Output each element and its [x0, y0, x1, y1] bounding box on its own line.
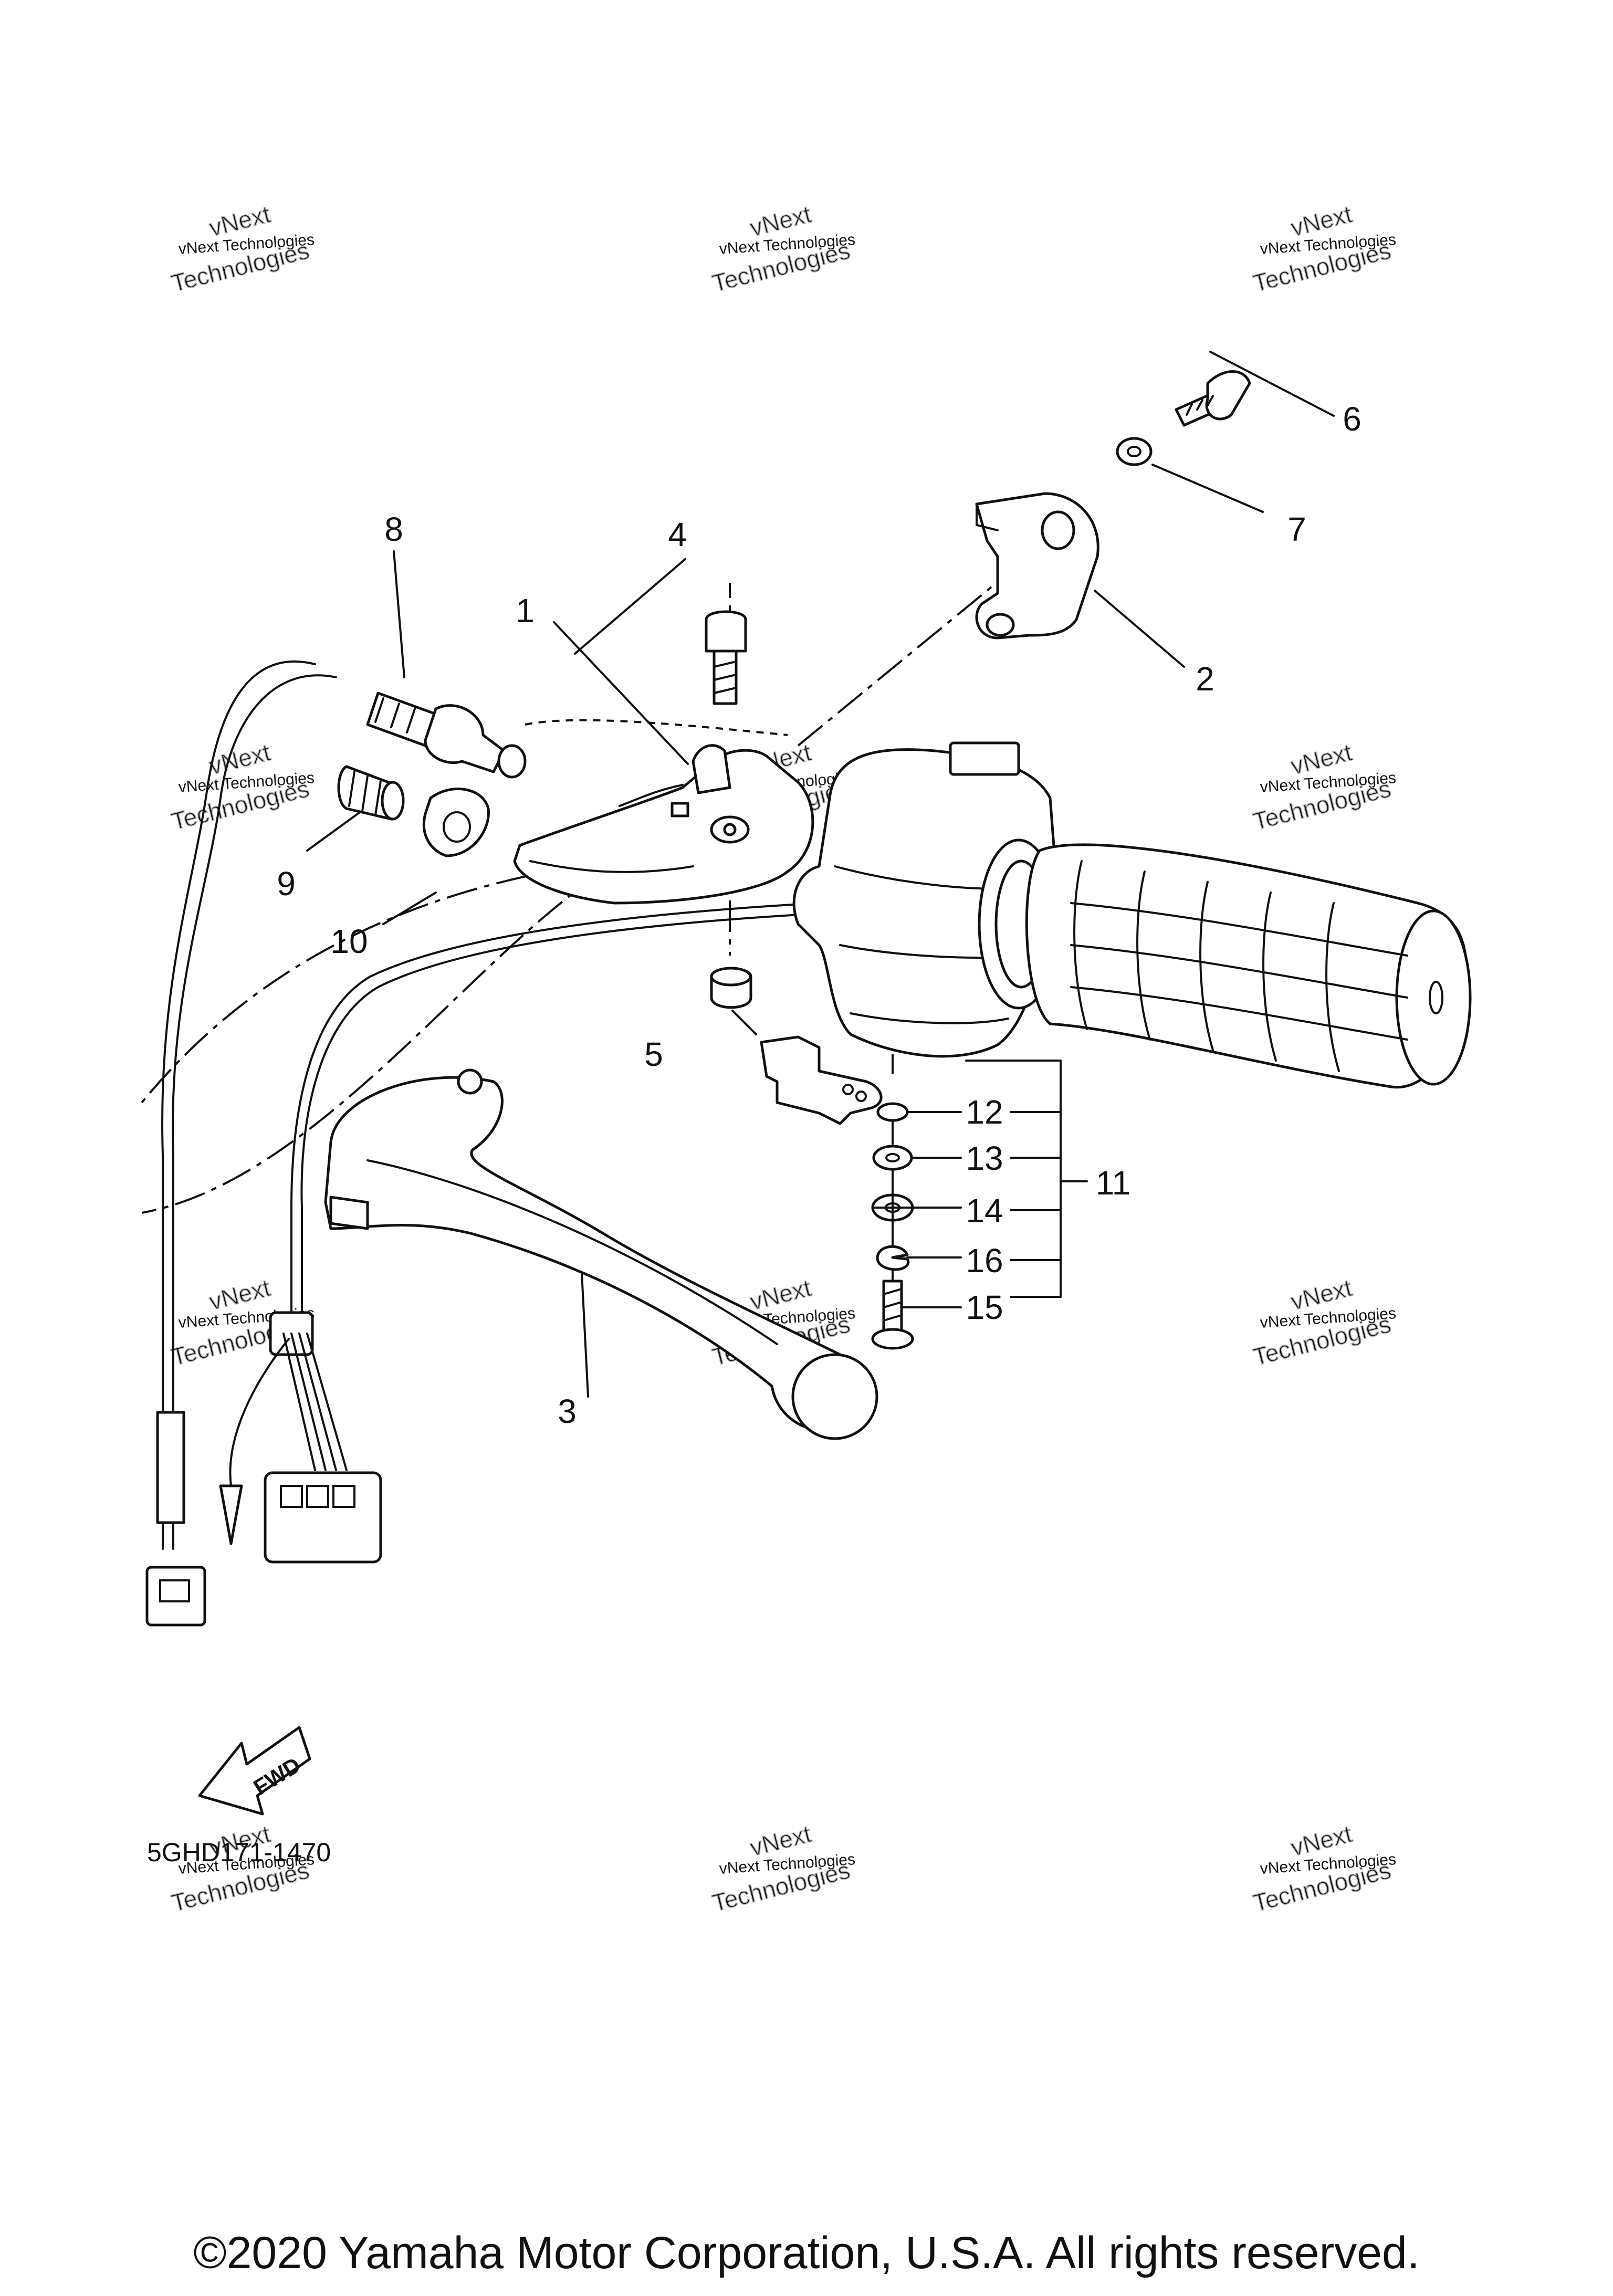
callout-7: 7 — [1287, 510, 1306, 548]
callout-3: 3 — [558, 1392, 577, 1430]
copyright-notice: ©2020 Yamaha Motor Corporation, U.S.A. A… — [193, 2228, 1420, 2278]
callout-6: 6 — [1343, 400, 1361, 438]
adjuster-part-9 — [337, 765, 405, 821]
screw-part-6 — [1175, 370, 1251, 427]
switch-part-12 — [760, 1035, 909, 1125]
bolt-part-4 — [705, 610, 747, 705]
callout-4: 4 — [668, 516, 687, 553]
clutch-lever-part — [324, 1068, 878, 1440]
lever-bracket-part — [513, 744, 814, 905]
callout-14: 14 — [966, 1192, 1003, 1230]
callout-9: 9 — [277, 865, 296, 903]
callout-1: 1 — [516, 592, 535, 630]
fwd-arrow-icon: FWD — [198, 1726, 311, 1816]
screw-part-15 — [871, 1280, 914, 1350]
clip-part-16 — [876, 1245, 910, 1271]
callout-8: 8 — [384, 510, 403, 548]
callouts: 1 2 3 4 5 6 7 8 9 10 11 12 13 14 16 15 — [277, 400, 1361, 1430]
handlebar-switch-housing — [792, 741, 1060, 1058]
callout-12: 12 — [966, 1093, 1003, 1131]
group-11-bracket — [900, 1060, 1088, 1308]
callout-16: 16 — [966, 1242, 1003, 1280]
washer-part-13 — [872, 1145, 913, 1171]
locknut-part-10 — [422, 788, 490, 857]
handlebar-grip — [1025, 843, 1472, 1089]
lockwasher-part-14 — [871, 1193, 914, 1222]
diagram-part-number: 5GHD171-1470 — [147, 1838, 331, 1867]
adjuster-part-8 — [366, 691, 527, 779]
washer-part-7 — [1116, 437, 1153, 466]
callout-11: 11 — [1096, 1164, 1130, 1202]
callout-2: 2 — [1196, 660, 1214, 698]
callout-13: 13 — [966, 1139, 1003, 1177]
nut-part-5 — [710, 967, 752, 1009]
callout-15: 15 — [966, 1288, 1003, 1326]
wiring-harness — [141, 661, 820, 1627]
callout-5: 5 — [644, 1035, 663, 1073]
callout-10: 10 — [330, 922, 368, 960]
holder-part-2 — [975, 492, 1099, 639]
